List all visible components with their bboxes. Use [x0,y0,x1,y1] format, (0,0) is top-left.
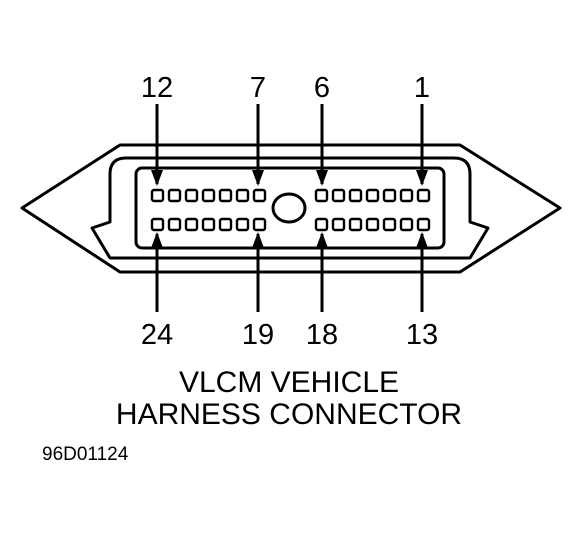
pin-array [150,188,431,232]
label-pin-19: 19 [242,319,274,351]
polarizing-key [271,192,307,224]
arrow-pin-18 [316,232,328,312]
arrow-pin-1 [416,104,428,186]
pin-cavity-right-row1-4 [365,188,380,203]
pin-cavity-left-row2-1 [150,217,165,232]
pin-cavity-right-row2-4 [365,217,380,232]
pin-cavity-left-row1-2 [167,188,182,203]
pin-cavity-left-row2-5 [218,217,233,232]
pin-cavity-right-row1-1 [314,188,329,203]
arrow-pin-6 [316,104,328,186]
pin-cavity-left-row2-4 [201,217,216,232]
pin-cavity-left-row2-3 [184,217,199,232]
diagram-title-line2: HARNESS CONNECTOR [116,398,462,431]
pin-cavity-left-row1-6 [235,188,250,203]
diagram-title-line1: VLCM VEHICLE [179,366,399,399]
pin-cavity-left-row2-7 [252,217,267,232]
pin-cavity-right-row2-7 [416,217,431,232]
pin-cavity-left-row1-4 [201,188,216,203]
leader-arrows [151,104,428,312]
connector-outer-shell [20,143,562,274]
pin-cavity-right-row1-2 [331,188,346,203]
arrow-pin-24 [151,232,163,312]
label-pin-6: 6 [314,72,330,104]
label-pin-12: 12 [141,72,173,104]
pin-cavity-right-row2-1 [314,217,329,232]
figure-id: 96D01124 [42,444,129,465]
pin-cavity-right-row2-2 [331,217,346,232]
pin-cavity-left-row1-1 [150,188,165,203]
label-pin-7: 7 [250,72,266,104]
arrow-pin-13 [416,232,428,312]
label-pin-18: 18 [306,319,338,351]
pin-cavity-left-row1-3 [184,188,199,203]
arrow-pin-7 [252,104,264,186]
pin-cavity-right-row1-7 [416,188,431,203]
pin-cavity-frame [134,166,446,250]
pin-cavity-left-row2-2 [167,217,182,232]
pin-cavity-left-row1-7 [252,188,267,203]
pin-cavity-right-row2-5 [382,217,397,232]
label-pin-13: 13 [406,319,438,351]
label-pin-1: 1 [414,72,430,104]
pin-cavity-left-row1-5 [218,188,233,203]
arrow-pin-12 [151,104,163,186]
pin-cavity-right-row1-5 [382,188,397,203]
pin-cavity-right-row1-3 [348,188,363,203]
connector-inner-shell [90,156,490,260]
pin-cavity-right-row1-6 [399,188,414,203]
pin-cavity-right-row2-6 [399,217,414,232]
label-pin-24: 24 [141,319,173,351]
pin-cavity-left-row2-6 [235,217,250,232]
arrow-pin-19 [252,232,264,312]
pin-cavity-right-row2-3 [348,217,363,232]
